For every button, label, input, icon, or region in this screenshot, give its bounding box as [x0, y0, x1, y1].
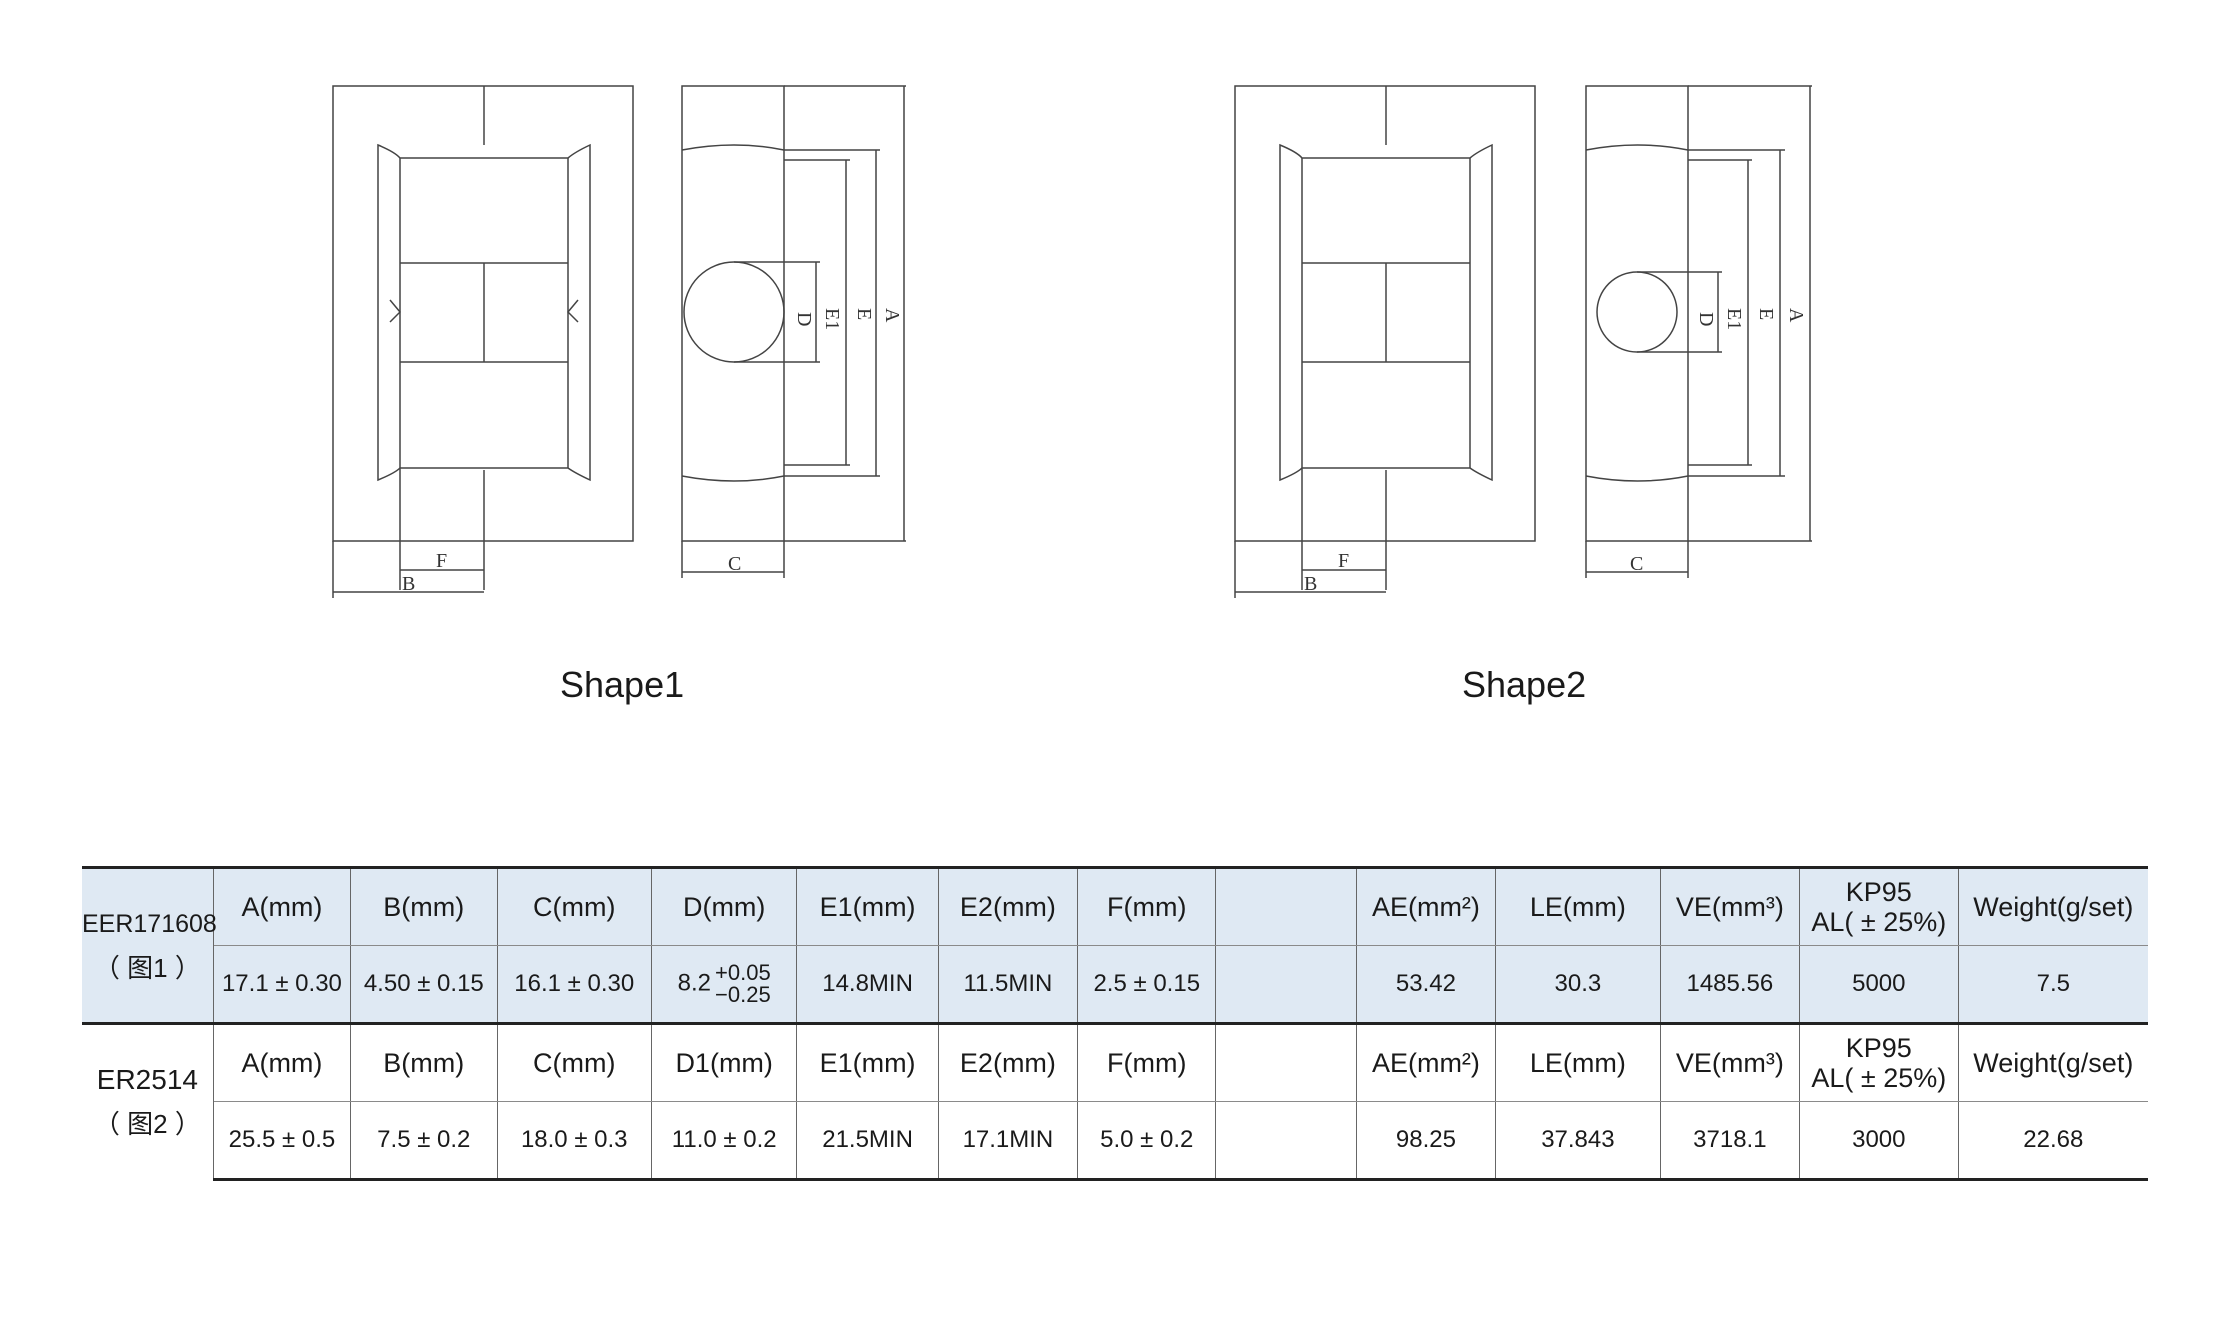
- value-kp95: 5000: [1799, 945, 1959, 1024]
- value-d1: 11.0 ± 0.2: [650, 1101, 798, 1181]
- table-value-row: 17.1 ± 0.30 4.50 ± 0.15 16.1 ± 0.30 8.2+…: [82, 945, 2148, 1024]
- dim-label-d: D: [793, 312, 815, 326]
- value-e1: 21.5MIN: [796, 1101, 939, 1181]
- value-ae: 53.42: [1355, 945, 1497, 1024]
- value-a: 17.1 ± 0.30: [212, 945, 352, 1024]
- header-weight: Weight(g/set): [1957, 866, 2148, 946]
- value-c: 18.0 ± 0.3: [496, 1101, 652, 1181]
- value-ve: 3718.1: [1659, 1101, 1801, 1181]
- dim-label-f: F: [1338, 550, 1349, 572]
- header-ae: AE(mm²): [1355, 1022, 1497, 1102]
- dim-label-b: B: [1304, 573, 1317, 595]
- model-cell: ER2514 （ 图2 ）: [82, 1022, 214, 1180]
- dim-label-a: A: [881, 308, 903, 323]
- dim-label-c: C: [1630, 553, 1643, 575]
- model-figure-ref: （ 图2 ）: [93, 1109, 201, 1140]
- value-c: 16.1 ± 0.30: [496, 945, 652, 1024]
- value-a: 25.5 ± 0.5: [212, 1101, 352, 1181]
- dim-label-d: D: [1695, 312, 1717, 326]
- value-blank: [1215, 945, 1357, 1024]
- value-e2: 11.5MIN: [937, 945, 1079, 1024]
- shape2-side-view: [1586, 86, 1812, 578]
- dim-label-e1: E1: [821, 308, 843, 330]
- dim-label-b: B: [402, 573, 415, 595]
- header-weight: Weight(g/set): [1957, 1022, 2148, 1102]
- value-le: 37.843: [1495, 1101, 1661, 1181]
- header-d: D(mm): [650, 866, 798, 946]
- header-e2: E2(mm): [937, 866, 1079, 946]
- header-le: LE(mm): [1495, 1022, 1661, 1102]
- shape1-side-view: [682, 86, 906, 578]
- table-value-row: 25.5 ± 0.5 7.5 ± 0.2 18.0 ± 0.3 11.0 ± 0…: [82, 1101, 2148, 1181]
- model-cell: EER171608 （ 图1 ）: [82, 866, 217, 1024]
- header-b: B(mm): [350, 1022, 498, 1102]
- header-a: A(mm): [212, 1022, 352, 1102]
- tol-plus: +0.05: [715, 960, 771, 985]
- model-name: ER2514: [96, 1064, 198, 1096]
- specification-table: EER171608 （ 图1 ） A(mm) B(mm) C(mm) D(mm)…: [82, 866, 2148, 1181]
- value-le: 30.3: [1495, 945, 1661, 1024]
- dim-label-e1: E1: [1723, 308, 1745, 330]
- header-c: C(mm): [496, 866, 652, 946]
- value-d: 8.2+0.05−0.25: [650, 945, 798, 1024]
- kp95-label: KP95: [1845, 1032, 1912, 1063]
- dim-label-f: F: [436, 550, 447, 572]
- header-blank: [1215, 1022, 1357, 1102]
- header-ve: VE(mm³): [1659, 1022, 1801, 1102]
- value-e2: 17.1MIN: [937, 1101, 1079, 1181]
- header-blank: [1215, 866, 1357, 946]
- dim-label-c: C: [728, 553, 741, 575]
- header-a: A(mm): [212, 866, 352, 946]
- value-weight: 22.68: [1957, 1101, 2148, 1181]
- dim-label-e: E: [853, 308, 875, 320]
- value-kp95: 3000: [1799, 1101, 1959, 1181]
- header-le: LE(mm): [1495, 866, 1661, 946]
- value-f: 2.5 ± 0.15: [1077, 945, 1217, 1024]
- al-tolerance-label: AL( ± 25%): [1811, 1062, 1947, 1093]
- shape1-caption: Shape1: [560, 664, 685, 705]
- model-figure-ref: （ 图1 ）: [93, 953, 201, 983]
- header-ae: AE(mm²): [1355, 866, 1497, 946]
- value-b: 4.50 ± 0.15: [350, 945, 498, 1024]
- shape1-front-view: [333, 86, 633, 598]
- header-f: F(mm): [1077, 1022, 1217, 1102]
- header-e1: E1(mm): [796, 1022, 939, 1102]
- header-e2: E2(mm): [937, 1022, 1079, 1102]
- header-e1: E1(mm): [796, 866, 939, 946]
- model-name: EER171608: [82, 910, 217, 938]
- header-d1: D1(mm): [650, 1022, 798, 1102]
- value-blank: [1215, 1101, 1357, 1181]
- table-header-row: EER171608 （ 图1 ） A(mm) B(mm) C(mm) D(mm)…: [82, 866, 2148, 1024]
- tol-minus: −0.25: [715, 982, 771, 1007]
- dim-label-e: E: [1755, 308, 1777, 320]
- table-header-row: ER2514 （ 图2 ） A(mm) B(mm) C(mm) D1(mm) E…: [82, 1022, 2148, 1180]
- value-ae: 98.25: [1355, 1101, 1497, 1181]
- kp95-label: KP95: [1845, 876, 1912, 907]
- value-d-tolerance: +0.05−0.25: [715, 962, 771, 1006]
- value-ve: 1485.56: [1659, 945, 1801, 1024]
- header-ve: VE(mm³): [1659, 866, 1801, 946]
- header-b: B(mm): [350, 866, 498, 946]
- shape2-caption: Shape2: [1462, 664, 1587, 705]
- header-c: C(mm): [496, 1022, 652, 1102]
- shape2-front-view: [1235, 86, 1535, 598]
- value-weight: 7.5: [1957, 945, 2148, 1024]
- value-d-nominal: 8.2: [677, 969, 712, 997]
- value-b: 7.5 ± 0.2: [350, 1101, 498, 1181]
- value-e1: 14.8MIN: [796, 945, 939, 1024]
- technical-drawings: F B C D E1 E A F B C D E1 E A: [0, 0, 2230, 760]
- al-tolerance-label: AL( ± 25%): [1811, 906, 1947, 937]
- dim-label-a: A: [1785, 308, 1807, 323]
- header-f: F(mm): [1077, 866, 1217, 946]
- value-f: 5.0 ± 0.2: [1077, 1101, 1217, 1181]
